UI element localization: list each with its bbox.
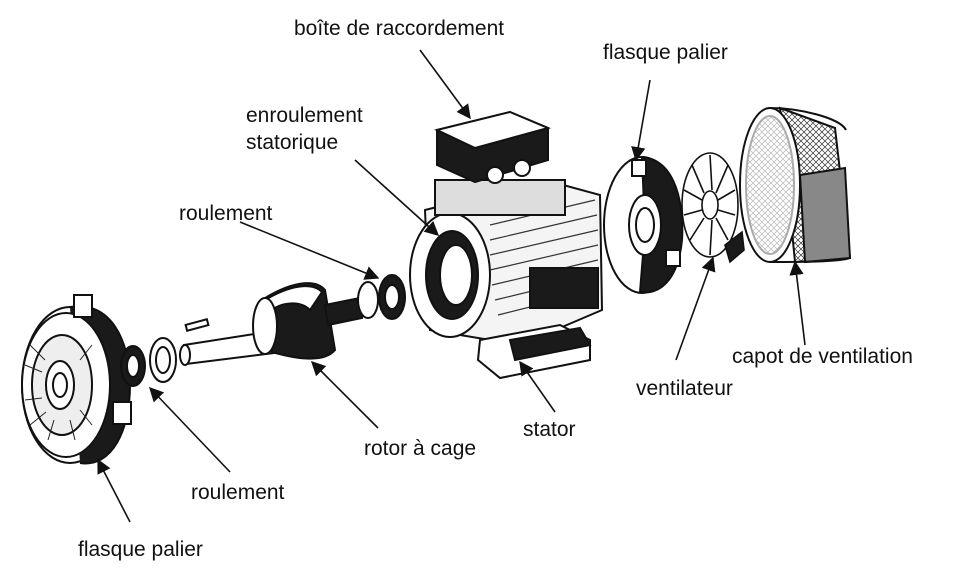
label-stator-winding-line1: enroulement — [246, 104, 363, 127]
label-end-shield-left: flasque palier — [78, 538, 203, 561]
fan — [681, 152, 745, 264]
leader-lines — [97, 49, 806, 523]
stator-housing — [409, 178, 604, 380]
label-cage-rotor: rotor à cage — [364, 437, 477, 460]
arrow-fan-cover — [789, 260, 806, 346]
arrow-bearing-bottom — [149, 386, 231, 473]
right-bearing — [357, 274, 406, 320]
cage-rotor — [179, 282, 364, 366]
label-stator: stator — [523, 418, 576, 441]
right-end-shield — [603, 155, 684, 294]
arrow-stator — [519, 360, 556, 413]
left-end-shield — [21, 294, 132, 465]
label-fan-cover: capot de ventilation — [732, 345, 913, 368]
label-bearing-top: roulement — [179, 202, 273, 225]
arrow-end-shield-right — [631, 79, 651, 162]
arrow-bearing-top — [239, 221, 380, 280]
left-bearing — [120, 337, 177, 387]
label-fan: ventilateur — [636, 377, 733, 400]
label-bearing-bottom: roulement — [191, 481, 285, 504]
fan-cover — [739, 106, 852, 264]
arrow-end-shield-left — [97, 458, 131, 523]
arrow-fan — [675, 256, 716, 361]
label-stator-winding-line2: statorique — [246, 131, 339, 154]
arrow-cage-rotor — [310, 360, 379, 429]
label-end-shield-right: flasque palier — [603, 41, 728, 64]
arrow-terminal-box — [419, 49, 471, 120]
terminal-box — [434, 110, 552, 184]
label-terminal-box: boîte de raccordement — [294, 17, 505, 40]
arrow-stator-winding — [354, 159, 440, 236]
